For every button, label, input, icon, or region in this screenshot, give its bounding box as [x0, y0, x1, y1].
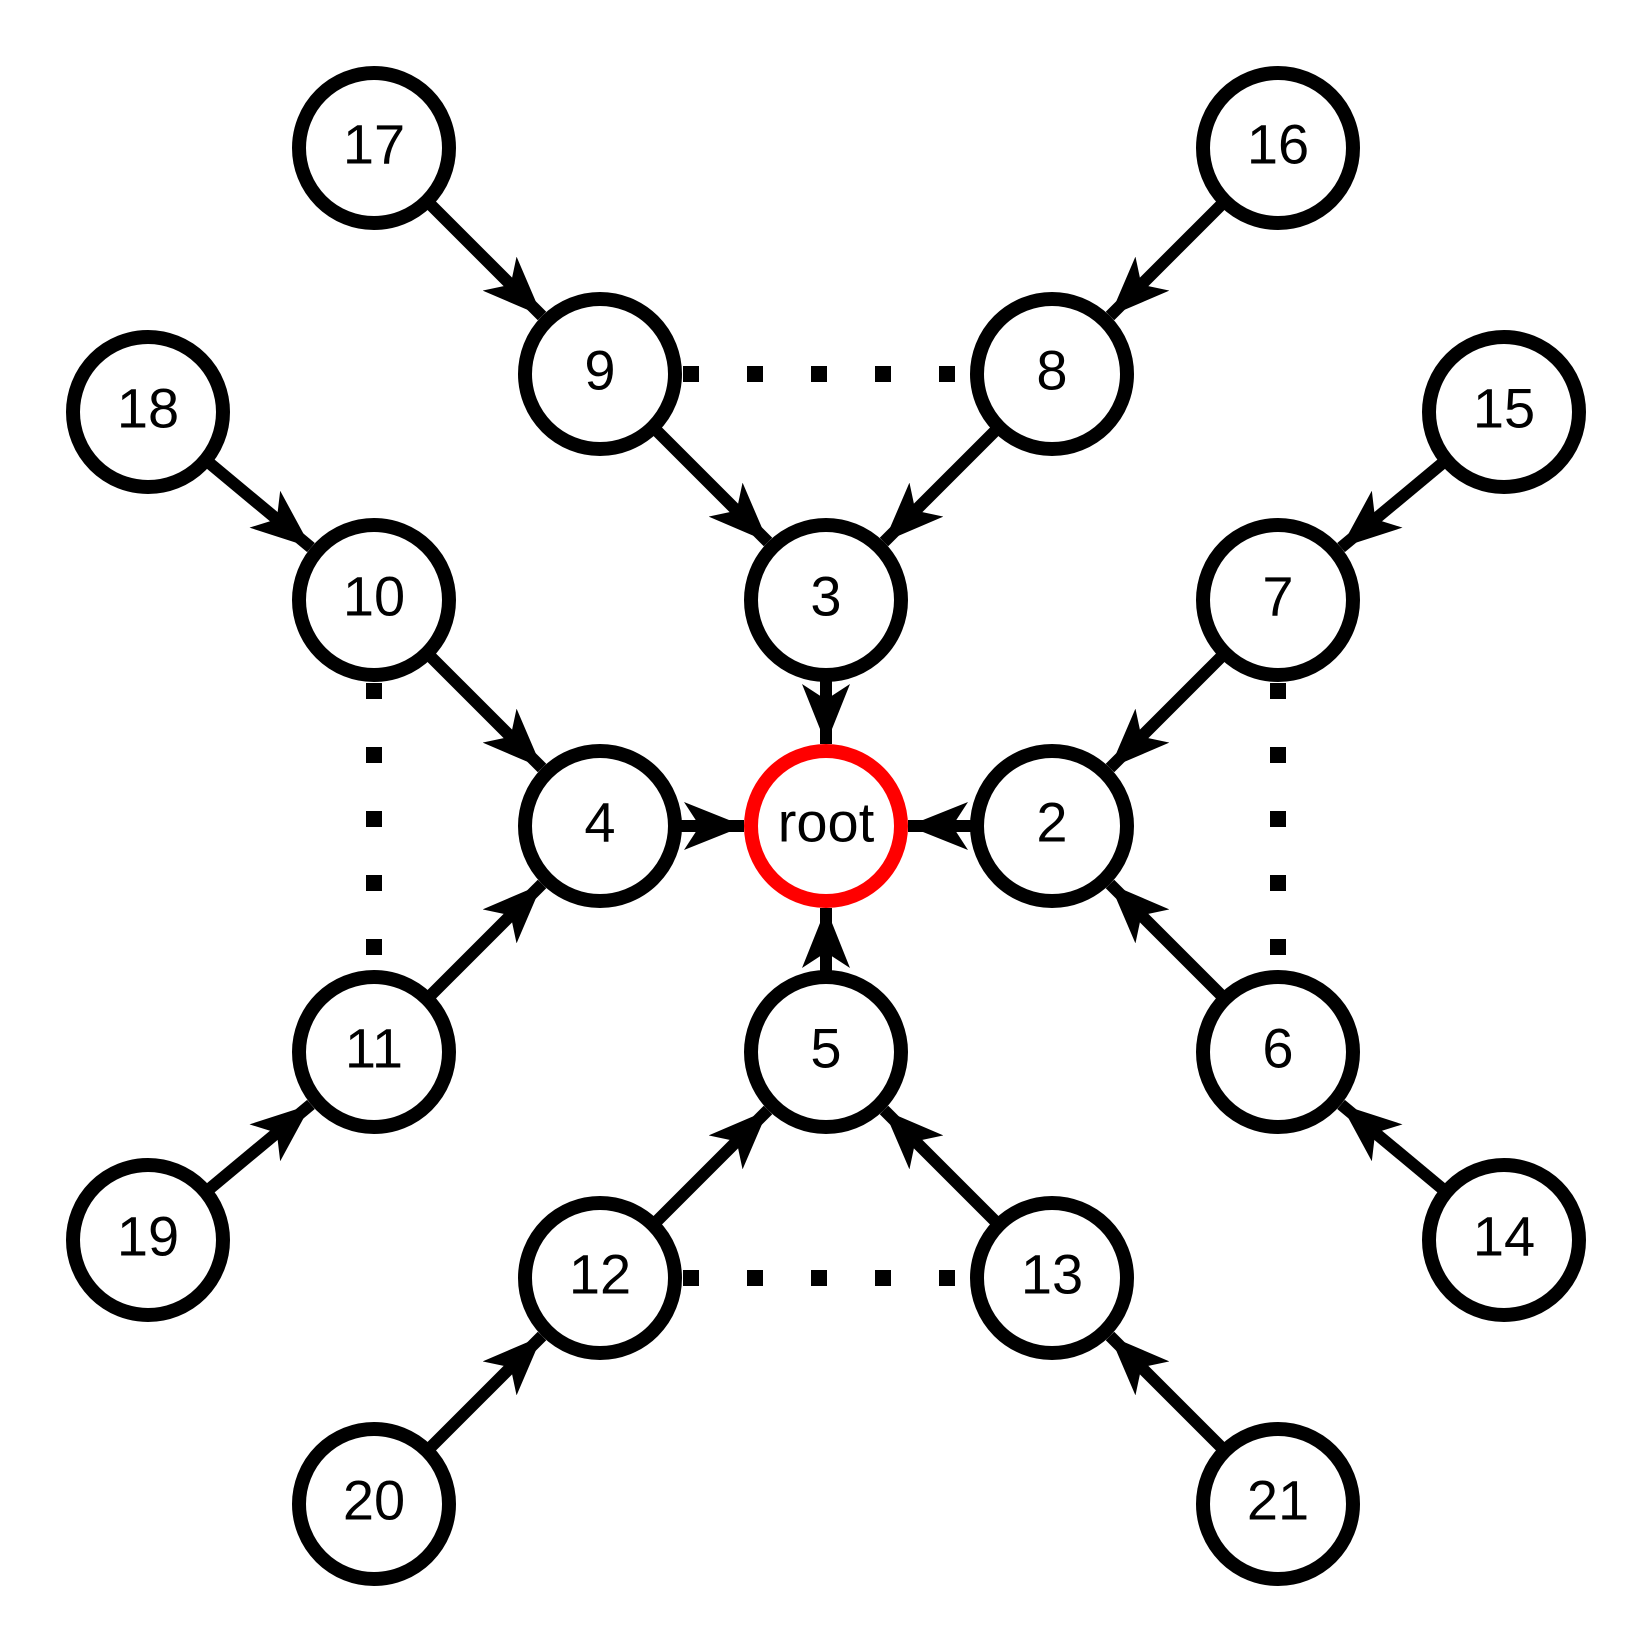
node-label-7: 7: [1262, 565, 1293, 628]
node-circle-5: [744, 970, 908, 1134]
node-circle-20: [292, 1422, 456, 1586]
node-circle-10: [292, 518, 456, 682]
node-circle-13: [970, 1196, 1134, 1360]
node-circle-9: [518, 292, 682, 456]
node-label-14: 14: [1473, 1205, 1535, 1268]
node-19: 19: [66, 1158, 230, 1322]
node-2: 2: [970, 744, 1134, 908]
node-circle-19: [66, 1158, 230, 1322]
node-11: 11: [292, 970, 456, 1134]
edge-13-to-5: [879, 1105, 1001, 1227]
node-4: 4: [518, 744, 682, 908]
node-circle-18: [66, 330, 230, 494]
edge-17-to-9: [425, 199, 547, 321]
edge-12-to-5: [651, 1105, 773, 1227]
node-label-18: 18: [117, 377, 179, 440]
node-label-2: 2: [1036, 791, 1067, 854]
node-label-4: 4: [584, 791, 615, 854]
node-7: 7: [1196, 518, 1360, 682]
node-5: 5: [744, 970, 908, 1134]
edges: [204, 199, 1448, 1453]
node-circle-14: [1422, 1158, 1586, 1322]
nodes: root 2 3 4 5 6 7 8 9 10 11 12 13 14 15 16 17 18 19 20 21: [66, 66, 1586, 1586]
node-label-21: 21: [1247, 1469, 1309, 1532]
node-17: 17: [292, 66, 456, 230]
node-label-12: 12: [569, 1243, 631, 1306]
node-6: 6: [1196, 970, 1360, 1134]
edge-10-to-4: [425, 651, 547, 773]
node-circle-11: [292, 970, 456, 1134]
node-14: 14: [1422, 1158, 1586, 1322]
edge-18-to-10: [204, 457, 315, 553]
dotted-links: [366, 366, 1286, 1286]
node-circle-16: [1196, 66, 1360, 230]
node-label-10: 10: [343, 565, 405, 628]
node-circle-17: [292, 66, 456, 230]
node-9: 9: [518, 292, 682, 456]
node-16: 16: [1196, 66, 1360, 230]
node-label-19: 19: [117, 1205, 179, 1268]
node-circle-21: [1196, 1422, 1360, 1586]
node-circle-6: [1196, 970, 1360, 1134]
edge-15-to-7: [1337, 457, 1448, 553]
edge-6-to-2: [1105, 879, 1227, 1001]
node-13: 13: [970, 1196, 1134, 1360]
node-8: 8: [970, 292, 1134, 456]
node-label-5: 5: [810, 1017, 841, 1080]
node-label-3: 3: [810, 565, 841, 628]
node-12: 12: [518, 1196, 682, 1360]
node-circle-root: [744, 744, 908, 908]
node-circle-3: [744, 518, 908, 682]
node-label-root: root: [778, 791, 875, 854]
node-20: 20: [292, 1422, 456, 1586]
node-circle-4: [518, 744, 682, 908]
node-label-9: 9: [584, 339, 615, 402]
node-label-8: 8: [1036, 339, 1067, 402]
edge-7-to-2: [1105, 651, 1227, 773]
edge-9-to-3: [651, 425, 773, 547]
node-circle-15: [1422, 330, 1586, 494]
node-root: root: [744, 744, 908, 908]
node-label-6: 6: [1262, 1017, 1293, 1080]
node-label-17: 17: [343, 113, 405, 176]
edge-21-to-13: [1105, 1331, 1227, 1453]
node-circle-8: [970, 292, 1134, 456]
node-circle-7: [1196, 518, 1360, 682]
edge-14-to-6: [1337, 1099, 1448, 1195]
node-label-20: 20: [343, 1469, 405, 1532]
edge-8-to-3: [879, 425, 1001, 547]
node-label-16: 16: [1247, 113, 1309, 176]
node-circle-2: [970, 744, 1134, 908]
node-21: 21: [1196, 1422, 1360, 1586]
node-15: 15: [1422, 330, 1586, 494]
edge-16-to-8: [1105, 199, 1227, 321]
edge-20-to-12: [425, 1331, 547, 1453]
edge-11-to-4: [425, 879, 547, 1001]
node-circle-12: [518, 1196, 682, 1360]
node-3: 3: [744, 518, 908, 682]
node-label-15: 15: [1473, 377, 1535, 440]
edge-19-to-11: [204, 1099, 315, 1195]
node-label-11: 11: [345, 1017, 403, 1080]
node-18: 18: [66, 330, 230, 494]
node-label-13: 13: [1021, 1243, 1083, 1306]
node-10: 10: [292, 518, 456, 682]
